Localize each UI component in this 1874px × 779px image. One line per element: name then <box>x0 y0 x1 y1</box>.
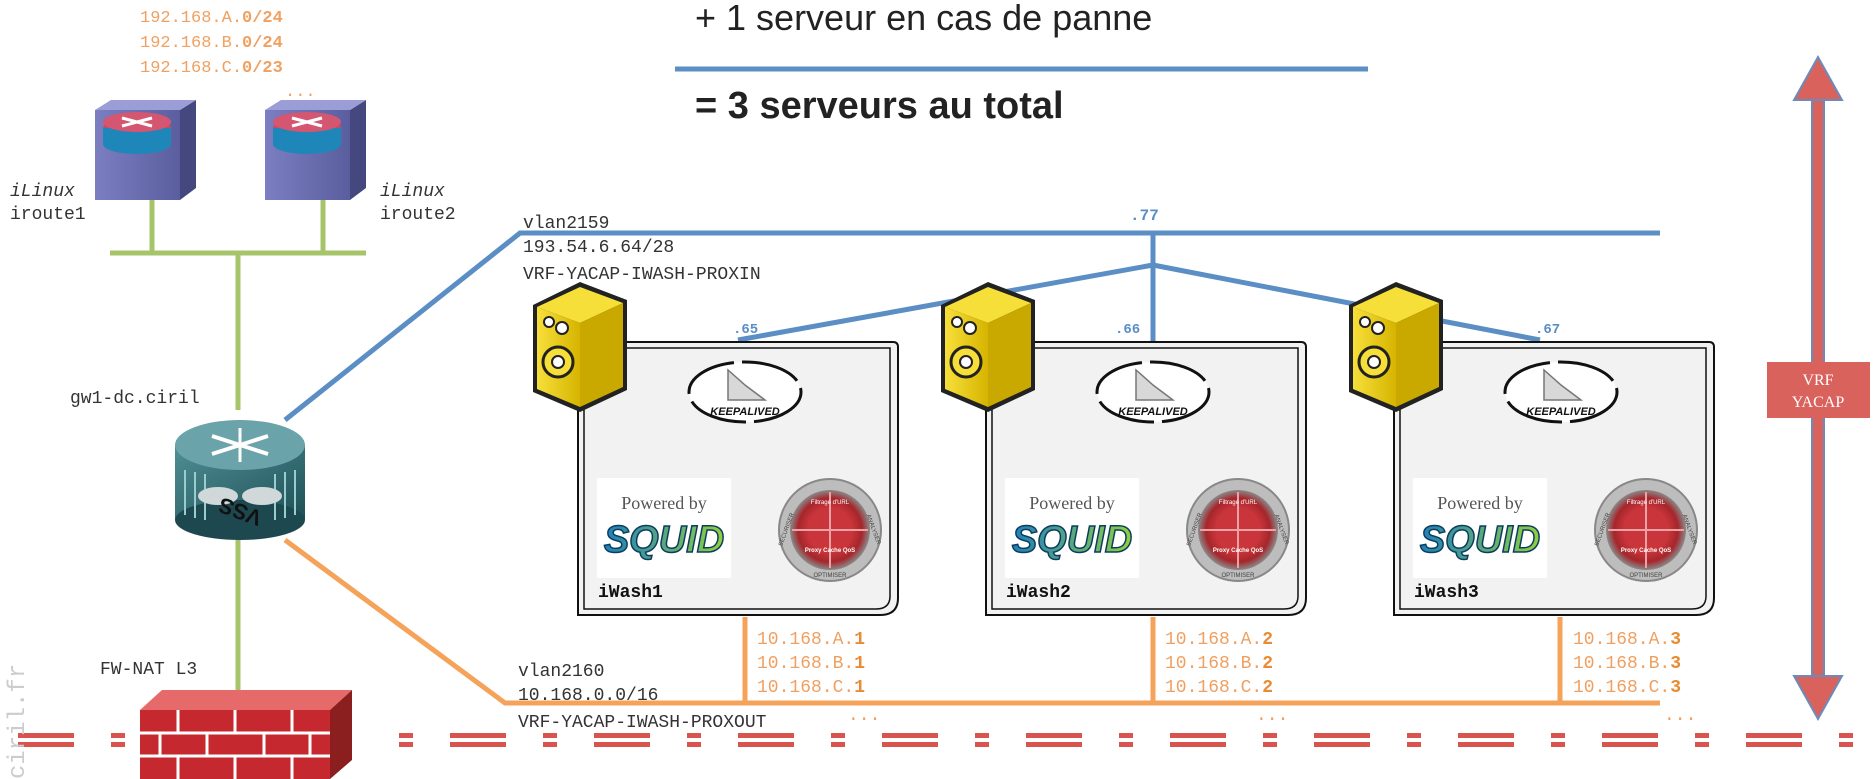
svg-text:...: ... <box>285 83 316 102</box>
proxin-vip-label: .77 <box>1130 207 1159 225</box>
squid-text: SQUID <box>1012 519 1132 561</box>
dc-boundary-dashed-line <box>18 733 1853 747</box>
svg-text:192.168.A.0/24: 192.168.A.0/24 <box>140 9 283 28</box>
keepalived-text: KEEPALIVED <box>710 406 780 418</box>
badge-bottom-text: OPTIMISER <box>1629 573 1663 579</box>
subnet-list: 192.168.A.0/24 192.168.B.0/24 192.168.C.… <box>140 9 316 102</box>
proxout-network-links <box>283 537 1660 706</box>
powered-by-text: Powered by <box>1437 493 1522 513</box>
badge-top-text: Filtrage d'URL <box>811 500 850 506</box>
router1-name-label: iroute1 <box>10 205 86 225</box>
server-name-label: iWash2 <box>1006 583 1071 603</box>
svg-text:192.168.B.0/24: 192.168.B.0/24 <box>140 34 283 53</box>
keepalived-text: KEEPALIVED <box>1118 406 1188 418</box>
vrf-box-line1: VRF <box>1802 372 1833 389</box>
server-cabinet-icon <box>941 282 1035 412</box>
squid-logo: Powered by SQUID <box>1413 478 1547 578</box>
server-1: KEEPALIVED Powered by SQUID Filtrage d'URL P… <box>533 282 899 726</box>
squid-logo: Powered by SQUID <box>1005 478 1139 578</box>
server-2: KEEPALIVED Powered by SQUID Filtrage d'URL P… <box>941 282 1307 726</box>
vrf-yacap-arrow: VRF YACAP <box>1767 54 1870 722</box>
server-name-label: iWash3 <box>1414 583 1479 603</box>
keepalived-logo: KEEPALIVED <box>1095 360 1211 424</box>
proxin-network-links <box>283 230 1660 422</box>
vrf-box-line2: YACAP <box>1792 394 1845 411</box>
badge-top-text: Filtrage d'URL <box>1219 500 1258 506</box>
access-network-links <box>110 195 366 700</box>
router2-name-label: iroute2 <box>380 205 456 225</box>
badge-center-text: Proxy Cache QoS <box>1621 548 1671 554</box>
server-out-ip: 10.168.C.1 <box>757 678 865 698</box>
server-out-ip: 10.168.B.3 <box>1573 654 1681 674</box>
firewall-label: FW-NAT L3 <box>100 660 197 680</box>
server-cabinet-icon <box>1349 282 1443 412</box>
server-out-ip: 10.168.B.1 <box>757 654 865 674</box>
router1-os-label: iLinux <box>10 182 75 202</box>
squid-text: SQUID <box>1420 519 1540 561</box>
server-out-ip: 10.168.A.3 <box>1573 630 1681 650</box>
proxin-vrf-label: VRF-YACAP-IWASH-PROXIN <box>523 265 761 285</box>
server-3: KEEPALIVED Powered by SQUID Filtrage d'URL P… <box>1349 282 1715 726</box>
server-out-ip-more: ... <box>1256 706 1288 726</box>
proxin-host1-ip: .65 <box>733 322 758 338</box>
badge-bottom-text: OPTIMISER <box>1221 573 1255 579</box>
keepalived-logo: KEEPALIVED <box>687 360 803 424</box>
router-icon-iroute2 <box>265 100 366 200</box>
server-out-ip: 10.168.A.2 <box>1165 630 1273 650</box>
keepalived-logo: KEEPALIVED <box>1503 360 1619 424</box>
server-cabinet-icon <box>533 282 627 412</box>
badge-center-text: Proxy Cache QoS <box>805 548 855 554</box>
proxout-vlan-label: vlan2160 <box>518 662 604 682</box>
powered-by-text: Powered by <box>621 493 706 513</box>
keepalived-text: KEEPALIVED <box>1526 406 1596 418</box>
squid-logo: Powered by SQUID <box>597 478 731 578</box>
header-total-text: = 3 serveurs au total <box>695 85 1064 127</box>
proxout-vrf-label: VRF-YACAP-IWASH-PROXOUT <box>518 713 767 733</box>
header-redundancy-text: + 1 serveur en cas de panne <box>695 0 1152 38</box>
gateway-switch-icon: VSS <box>175 420 305 540</box>
badge-center-text: Proxy Cache QoS <box>1213 548 1263 554</box>
server-out-ip-more: ... <box>848 706 880 726</box>
server-out-ip: 10.168.C.2 <box>1165 678 1273 698</box>
router2-os-label: iLinux <box>380 182 445 202</box>
badge-bottom-text: OPTIMISER <box>813 573 847 579</box>
svg-text:192.168.C.0/23: 192.168.C.0/23 <box>140 59 283 78</box>
proxin-host2-ip: .66 <box>1115 322 1140 338</box>
powered-by-text: Powered by <box>1029 493 1114 513</box>
squid-text: SQUID <box>604 519 724 561</box>
server-out-ip: 10.168.B.2 <box>1165 654 1273 674</box>
proxout-subnet-label: 10.168.0.0/16 <box>518 686 658 706</box>
server-out-ip: 10.168.A.1 <box>757 630 865 650</box>
gateway-label: gw1-dc.ciril <box>70 389 200 409</box>
badge-top-text: Filtrage d'URL <box>1627 500 1666 506</box>
proxin-subnet-label: 193.54.6.64/28 <box>523 238 674 258</box>
proxin-vlan-label: vlan2159 <box>523 214 609 234</box>
proxin-host3-ip: .67 <box>1535 322 1560 338</box>
server-out-ip: 10.168.C.3 <box>1573 678 1681 698</box>
watermark-text: ciril.fr <box>5 664 32 779</box>
server-out-ip-more: ... <box>1664 706 1696 726</box>
firewall-icon <box>140 690 352 779</box>
router-icon-iroute1 <box>95 100 196 200</box>
server-name-label: iWash1 <box>598 583 663 603</box>
